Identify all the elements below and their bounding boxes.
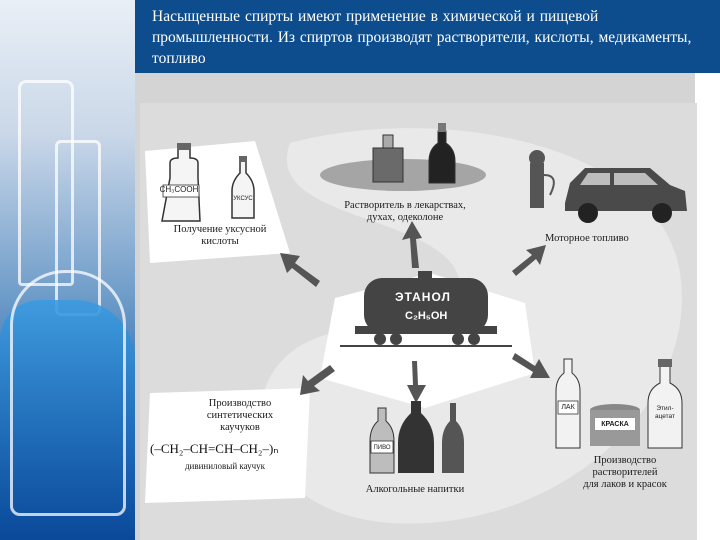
acetic-formula: CH₃COOH (159, 185, 199, 194)
bottle-cap (658, 359, 672, 367)
gas-pump (530, 163, 544, 208)
arrow-acetic (280, 253, 320, 287)
fuel-graphics (529, 150, 687, 223)
kraska-tag: КРАСКА (595, 419, 635, 431)
medicine-bottles (372, 123, 456, 184)
bottle-cap (239, 156, 247, 162)
vinegar-bottle-label: УКСУС (228, 193, 258, 205)
tank-hatch (418, 271, 432, 280)
glassware-photo (0, 0, 135, 540)
lak-label (557, 400, 579, 415)
medicine-label-line1: Растворитель в лекарствах, (344, 200, 466, 211)
gas-pump-top (529, 150, 545, 166)
arrow-solvents (512, 353, 550, 378)
ethanol-name: ЭТАНОЛ (395, 290, 451, 304)
acetic-bottles (161, 143, 255, 222)
tank-body (364, 278, 488, 333)
rubber-formula: (–CH₂–CH=CH–CH₂–)ₙ (150, 441, 279, 456)
acetic-label-line2: кислоты (201, 236, 239, 247)
solvent-containers (555, 358, 683, 449)
cologne-bottle (428, 130, 456, 184)
arrow-drinks (407, 361, 426, 403)
wheel (390, 333, 402, 345)
solvents-label-line2: растворителей (592, 467, 658, 478)
fuel-label-text: Моторное топливо (545, 233, 629, 244)
tank-frame (355, 326, 497, 334)
rubber-label: Производство синтетических каучуков (180, 398, 300, 434)
drink-bottles (369, 401, 464, 474)
big-bottle (161, 147, 201, 222)
beer-tag: ПИВО (369, 442, 395, 454)
acetic-bottle-label: CH₃COOH (158, 184, 200, 196)
acetic-label-line1: Получение уксусной (173, 224, 267, 235)
vinegar-tag: УКСУС (233, 196, 253, 202)
rubber-label-line2: синтетических (206, 410, 274, 421)
rubber-label-line3: каучуков (220, 422, 260, 433)
beer-tag-text: ПИВО (373, 445, 391, 451)
tank-car (340, 271, 512, 347)
car-windows (580, 173, 658, 185)
wine-bottle (442, 403, 464, 473)
perfume-bottle (372, 147, 404, 183)
lak-tag-text: ЛАК (561, 404, 575, 411)
wheel (468, 333, 480, 345)
ethylacetate-tag: Этил- ацетат (648, 405, 682, 421)
ethylacetate-tag-line2: ацетат (654, 413, 676, 420)
beer-label (370, 440, 394, 454)
acetic-label: Получение уксусной кислоты (150, 224, 290, 248)
small-bottle (231, 160, 255, 219)
intro-band (135, 0, 720, 73)
solvents-label: Производство растворителей для лаков и к… (560, 455, 690, 491)
intro-text: Насыщенные спирты имеют применение в хим… (152, 8, 692, 67)
car-wheel (578, 203, 598, 223)
diagram-graphics (145, 123, 687, 524)
bottle-cap (438, 123, 446, 132)
cognac-bottle (398, 401, 434, 473)
ethanol-formula: C₂H₅OH (405, 310, 448, 322)
solvents-label-line3: для лаков и красок (583, 479, 667, 490)
gas-hose (543, 174, 555, 196)
rubber-caption: дивиниловый каучук (170, 460, 280, 472)
lak-tag: ЛАК (556, 402, 580, 414)
flask-shape (10, 270, 126, 516)
big-bottle-label (162, 184, 200, 198)
rubber-caption-text: дивиниловый каучук (184, 461, 266, 471)
medicine-label: Растворитель в лекарствах, духах, одекол… (325, 200, 485, 224)
bottle-cap (177, 143, 191, 150)
drinks-label: Алкогольные напитки (350, 484, 480, 496)
beer-bottle (369, 407, 395, 474)
arrow-medicine (402, 221, 422, 268)
rubber-label-line1: Производство (208, 398, 272, 409)
rubber-callout (145, 388, 310, 503)
car-wheel (652, 203, 672, 223)
arrows (280, 221, 550, 403)
paint-can-label (595, 418, 635, 430)
ethanol-uses-diagram: CH₃COOH УКСУС Получение уксусной кислоты… (140, 103, 697, 540)
perfume-neck (382, 134, 394, 149)
ethylacetate-tag-line1: Этил- (656, 405, 674, 412)
ethylacetate-bottle (647, 364, 683, 449)
wheel (452, 333, 464, 345)
medicine-label-line2: духах, одеколоне (366, 212, 444, 223)
arrow-rubber (300, 365, 335, 395)
wheel (374, 333, 386, 345)
fuel-label: Моторное топливо (545, 233, 665, 245)
drinks-label-text: Алкогольные напитки (365, 484, 465, 495)
arrow-fuel (512, 245, 546, 276)
solvents-label-line1: Производство (593, 455, 657, 466)
kraska-tag-text: КРАСКА (601, 421, 629, 428)
